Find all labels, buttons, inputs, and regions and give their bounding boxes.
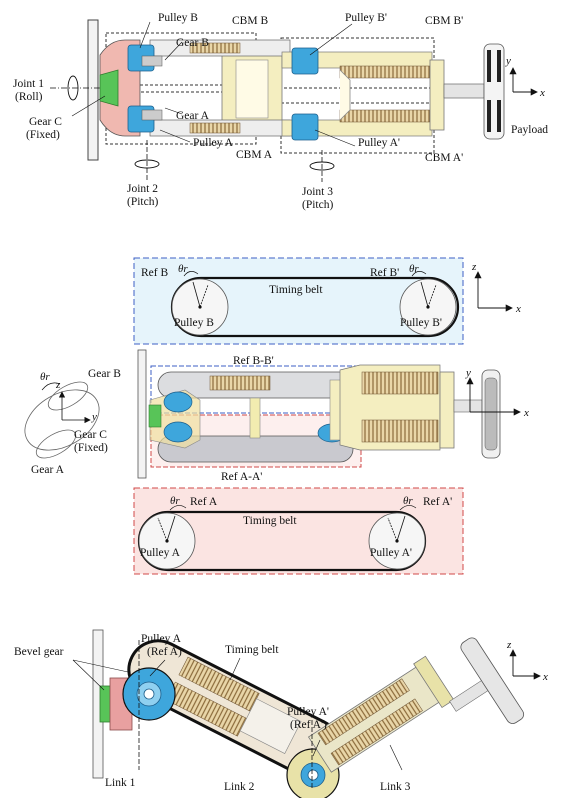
label-mid-axis-y: y bbox=[465, 367, 471, 379]
label-gear-theta: θr bbox=[40, 371, 50, 383]
label-gear-b: Gear B bbox=[176, 37, 209, 49]
label-pulley-b-prime-mid: Pulley B' bbox=[400, 317, 442, 329]
label-pulley-a-prime-mid: Pulley A' bbox=[370, 547, 412, 559]
label-joint1-line1: Joint 1 bbox=[13, 78, 44, 90]
label-mid-axis-z: z bbox=[471, 261, 477, 273]
label-joint2-line2: (Pitch) bbox=[127, 196, 158, 208]
base-plate bbox=[87, 19, 99, 161]
payload-bottom bbox=[449, 637, 525, 724]
label-theta-a: θr bbox=[170, 495, 180, 507]
label-cbm-b-prime: CBM B' bbox=[425, 15, 463, 27]
label-ref-b: Ref B bbox=[141, 267, 168, 279]
label-gear-b-mid: Gear B bbox=[88, 368, 121, 380]
label-timing-belt-bottom: Timing belt bbox=[243, 515, 297, 527]
pulley-b-prime-shape bbox=[291, 47, 319, 75]
label-bottom-axis-x: x bbox=[542, 671, 548, 683]
payload-wheel-side bbox=[481, 369, 501, 459]
top-panel: Pulley B CBM B Pulley B' CBM B' Gear B G… bbox=[13, 12, 548, 211]
label-pulley-b-mid: Pulley B bbox=[174, 317, 214, 329]
label-pulley-a-bottom-2: (Ref A) bbox=[147, 646, 182, 658]
label-gear-c-line2: (Fixed) bbox=[26, 129, 60, 141]
label-mid-axis-x: x bbox=[515, 303, 521, 315]
label-pulley-b: Pulley B bbox=[158, 12, 198, 24]
label-gear-a: Gear A bbox=[176, 110, 210, 122]
payload-wheel bbox=[483, 43, 505, 140]
middle-panel: Ref B θr Ref B' θr Timing belt Pulley B … bbox=[24, 257, 529, 575]
label-timing-belt-top: Timing belt bbox=[269, 284, 323, 296]
label-gear-c-mid-1: Gear C bbox=[74, 429, 107, 441]
label-joint3-line1: Joint 3 bbox=[302, 186, 333, 198]
gear-c-shape bbox=[99, 69, 119, 107]
label-ref-a: Ref A bbox=[190, 496, 218, 508]
label-bottom-axis-z: z bbox=[506, 639, 512, 651]
label-cbm-a: CBM A bbox=[236, 149, 273, 161]
pulley-a-prime-shape bbox=[291, 113, 319, 141]
label-pulley-a-mid: Pulley A bbox=[140, 547, 181, 559]
label-joint3-line2: (Pitch) bbox=[302, 199, 333, 211]
label-pulley-b-prime: Pulley B' bbox=[345, 12, 387, 24]
label-theta-a-prime: θr bbox=[403, 495, 413, 507]
label-gear-axis-z: z bbox=[55, 379, 61, 391]
label-ref-a-prime: Ref A' bbox=[423, 496, 452, 508]
label-pulley-a: Pulley A bbox=[193, 137, 234, 149]
label-payload: Payload bbox=[511, 124, 548, 136]
label-link3: Link 3 bbox=[380, 781, 411, 793]
label-gear-c-mid-2: (Fixed) bbox=[74, 442, 108, 454]
gear-sketch bbox=[24, 381, 100, 459]
label-link1: Link 1 bbox=[105, 777, 136, 789]
label-ref-aa: Ref A-A' bbox=[221, 471, 262, 483]
label-pulley-a-prime-bottom-2: (Ref A') bbox=[290, 719, 327, 731]
label-pulley-a-bottom-1: Pulley A bbox=[141, 633, 182, 645]
label-cbm-a-prime: CBM A' bbox=[425, 152, 463, 164]
label-gear-c-line1: Gear C bbox=[29, 116, 62, 128]
label-gear-axis-y: y bbox=[91, 411, 97, 423]
label-link2: Link 2 bbox=[224, 781, 255, 793]
label-timing-belt-bottom-panel: Timing belt bbox=[225, 644, 279, 656]
bottom-panel: Bevel gear Pulley A (Ref A) Timing belt … bbox=[14, 629, 548, 798]
label-axis-y: y bbox=[505, 55, 511, 67]
label-joint1-line2: (Roll) bbox=[15, 91, 43, 103]
label-axis-x: x bbox=[539, 87, 545, 99]
label-pulley-a-prime-bottom-1: Pulley A' bbox=[287, 706, 329, 718]
label-mid-axis-x2: x bbox=[523, 407, 529, 419]
label-bevel-gear: Bevel gear bbox=[14, 646, 64, 658]
label-theta-b: θr bbox=[178, 263, 188, 275]
label-joint2-line1: Joint 2 bbox=[127, 183, 158, 195]
label-pulley-a-prime: Pulley A' bbox=[358, 137, 400, 149]
label-theta-b-prime: θr bbox=[409, 263, 419, 275]
label-ref-b-prime: Ref B' bbox=[370, 267, 399, 279]
label-ref-bb: Ref B-B' bbox=[233, 355, 274, 367]
label-cbm-b: CBM B bbox=[232, 15, 268, 27]
label-gear-a-mid: Gear A bbox=[31, 464, 65, 476]
